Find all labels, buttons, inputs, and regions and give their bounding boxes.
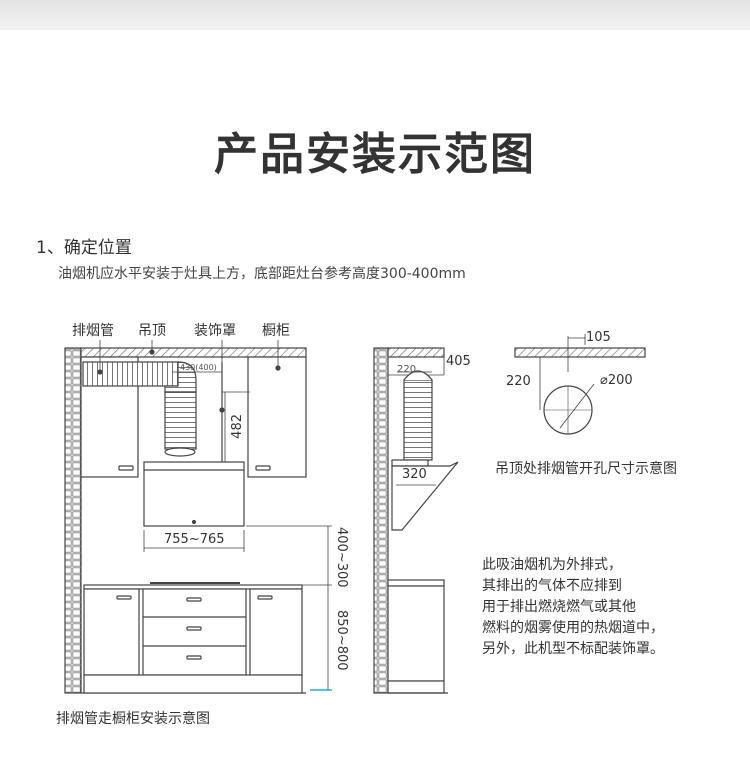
- ceiling-slab: [80, 347, 307, 358]
- cabinet-handle-right: [255, 465, 271, 471]
- caption-cabinet-diagram: 排烟管走橱柜安装示意图: [56, 711, 210, 727]
- dim-pipe-diameter: 430(400): [180, 363, 217, 372]
- note-line: 燃料的烟雾使用的热烟道中，: [482, 620, 664, 636]
- label-decorative-cover: 装饰罩: [194, 323, 236, 339]
- dim-counter-height: 850~800: [334, 610, 349, 671]
- label-cabinet: 橱柜: [262, 323, 290, 339]
- section-heading: 1、确定位置: [36, 238, 132, 258]
- side-brick-wall: [373, 347, 389, 694]
- dim-side-depth: 405: [446, 354, 471, 369]
- dim-hole-diameter: ⌀200: [600, 373, 633, 388]
- side-ceiling: [387, 347, 445, 358]
- top-band: [0, 0, 750, 30]
- page-title: 产品安装示范图: [214, 129, 536, 180]
- note-line: 另外，此机型不标配装饰罩。: [482, 641, 664, 657]
- dim-cover-height: 482: [230, 414, 245, 439]
- exhaust-pipe-horizontal: [82, 361, 179, 387]
- cabinet-handle-left: [118, 465, 134, 471]
- dim-side-hood-depth: 320: [402, 467, 427, 482]
- range-hood-body: [143, 461, 245, 527]
- upper-cabinet-right: [247, 356, 307, 478]
- section-description: 油烟机应水平安装于灶具上方，底部距灶台参考高度300-400mm: [58, 266, 466, 282]
- lower-cabinet-left: [83, 588, 140, 676]
- dim-hole-offset: 105: [586, 330, 611, 345]
- lower-cabinet-right: [249, 588, 303, 676]
- lower-drawers: [142, 588, 247, 676]
- dim-side-pipe-top: 220: [397, 364, 417, 375]
- installation-note: 此吸油烟机为外排式， 其排出的气体不应排到 用于排出燃烧燃气或其他 燃料的烟雾使…: [482, 555, 664, 660]
- caption-ceiling-hole: 吊顶处排烟管开孔尺寸示意图: [495, 461, 677, 477]
- side-exhaust-pipe: [403, 379, 433, 461]
- dim-hood-width: 755~765: [164, 532, 225, 547]
- note-line: 此吸油烟机为外排式，: [482, 557, 622, 573]
- dim-hole-height: 220: [506, 374, 531, 389]
- label-ceiling: 吊顶: [138, 323, 166, 339]
- ceiling-hole-diagram: [514, 334, 646, 435]
- label-exhaust-pipe: 排烟管: [72, 323, 114, 339]
- hole-ceiling-slab: [514, 347, 646, 358]
- note-line: 其排出的气体不应排到: [482, 578, 622, 594]
- side-lower-cabinet: [387, 585, 445, 682]
- side-hood-body: [391, 461, 459, 531]
- note-line: 用于排出燃烧燃气或其他: [482, 599, 636, 615]
- exhaust-pipe-vertical: [164, 391, 197, 450]
- left-brick-wall: [64, 347, 82, 694]
- dim-hood-to-stove: 400~300: [334, 527, 349, 588]
- side-view-diagram: [373, 347, 459, 694]
- cabinet-installation-diagram: [64, 340, 332, 694]
